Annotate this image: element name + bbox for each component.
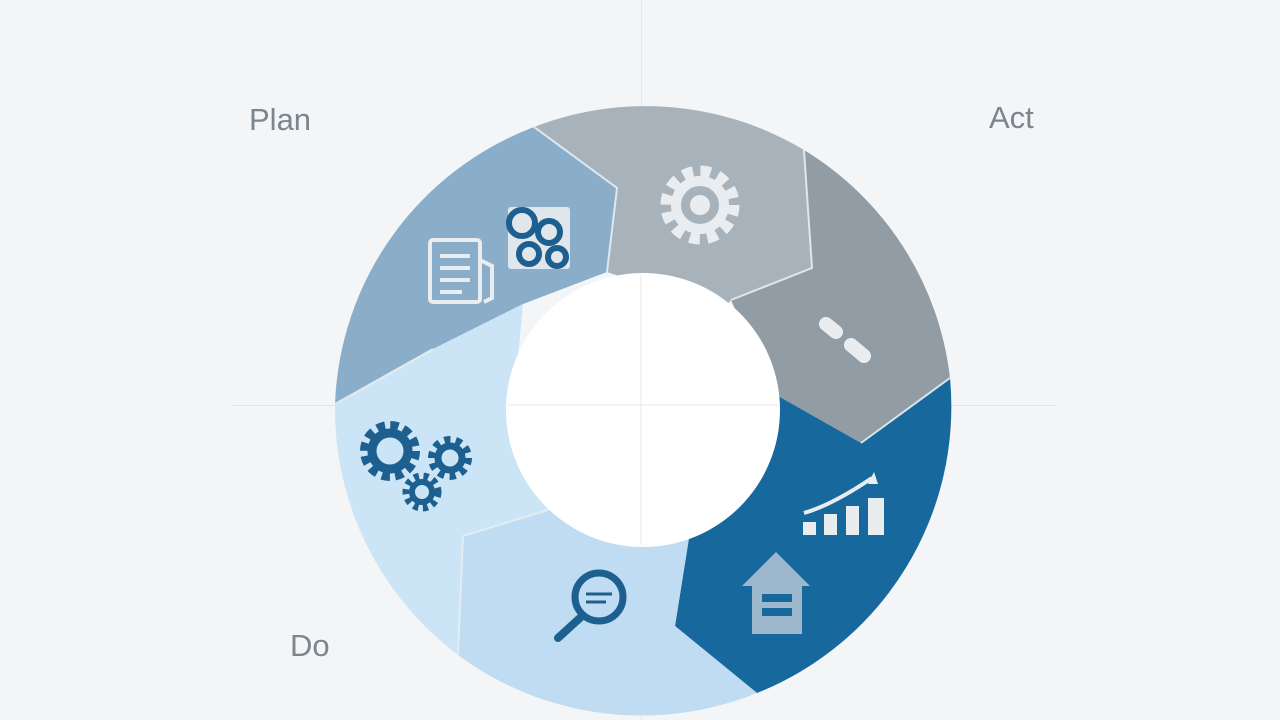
act-lower-segment[interactable] <box>731 150 950 443</box>
home-icon <box>742 552 810 634</box>
do-lower-segment[interactable] <box>458 510 757 716</box>
do-upper-segment[interactable] <box>334 304 548 655</box>
plan-title: Plan <box>249 102 312 137</box>
act-title: Act <box>989 100 1034 135</box>
center-hole <box>506 273 780 547</box>
gear-icon <box>660 165 740 245</box>
do-title: Do <box>290 628 330 663</box>
plan-segment[interactable] <box>335 127 617 404</box>
growth-chart-icon <box>803 472 884 535</box>
link-icon <box>819 317 871 363</box>
magnifier-icon <box>554 569 627 642</box>
gears-icon <box>506 207 570 269</box>
gears-icon <box>360 421 472 512</box>
document-icon <box>428 238 494 304</box>
